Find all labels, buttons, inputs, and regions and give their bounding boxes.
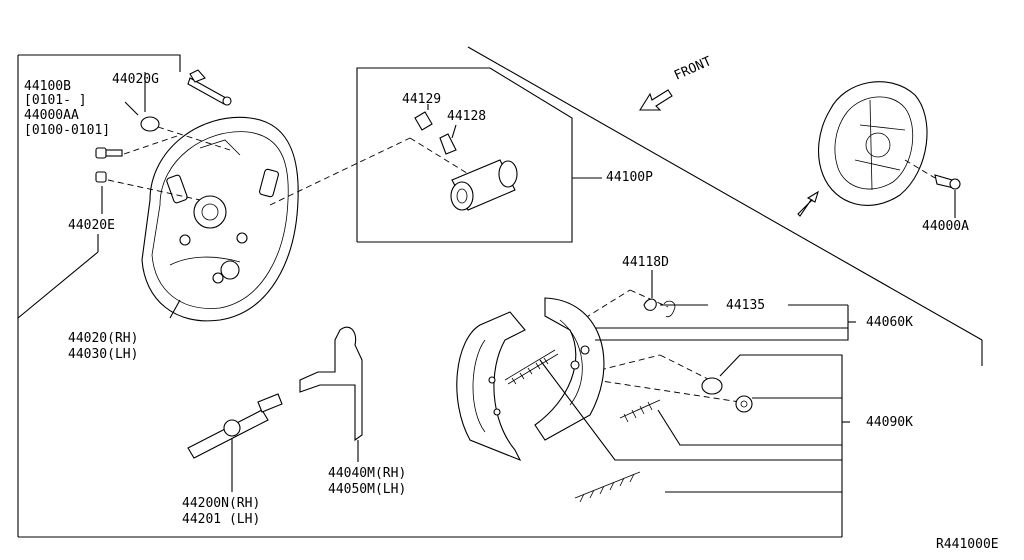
- label-44020e: 44020E: [68, 218, 115, 233]
- label-44100p: 44100P: [606, 170, 653, 185]
- label-44050m: 44050M(LH): [328, 482, 407, 497]
- label-44030lh: 44030(LH): [68, 347, 139, 362]
- label-44200n: 44200N(RH): [182, 496, 261, 511]
- dashed-leaders: [107, 126, 741, 403]
- label-44201: 44201 (LH): [182, 512, 261, 527]
- label-44118d: 44118D: [622, 255, 669, 270]
- label-44020g: 44020G: [112, 72, 159, 87]
- retainer-bracket: [299, 326, 363, 442]
- label-44020rh: 44020(RH): [68, 331, 139, 346]
- label-44000a: 44000A: [922, 219, 969, 234]
- adjuster: [187, 393, 283, 492]
- label-44129: 44129: [402, 92, 442, 107]
- front-arrow: [639, 89, 673, 111]
- label-44000aa: 44000AA: [24, 108, 79, 123]
- label-44040m: 44040M(RH): [328, 466, 407, 481]
- part-leader-lines: [124, 101, 856, 537]
- label-44060k: 44060K: [866, 315, 913, 330]
- brake-assembly-view: [797, 81, 961, 218]
- wheel-cylinder-inset-box: [356, 67, 573, 243]
- backing-plate: [141, 116, 299, 322]
- wheel-cylinder: [414, 104, 602, 211]
- brake-shoes: [456, 297, 605, 462]
- label-44090k: 44090K: [866, 415, 913, 430]
- frame-lines: [17, 46, 983, 538]
- label-44100b: 44100B: [24, 79, 71, 94]
- label-44128: 44128: [447, 109, 487, 124]
- bolts-44020e: [95, 147, 123, 214]
- label-range-2: [0100-0101]: [24, 123, 111, 138]
- springs: [504, 298, 753, 503]
- label-range-1: [0101- ]: [24, 93, 87, 108]
- pin-44020g: [140, 69, 232, 132]
- label-reference-code: R441000E: [936, 537, 999, 552]
- label-44135: 44135: [726, 298, 766, 313]
